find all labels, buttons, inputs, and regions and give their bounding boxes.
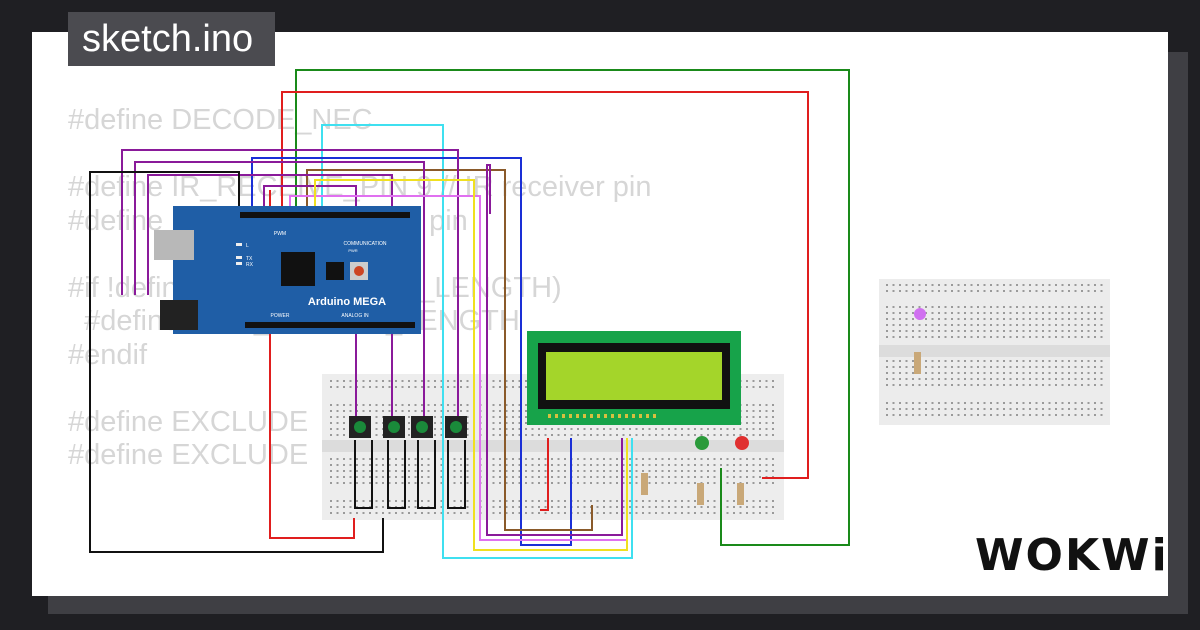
wire-red xyxy=(281,91,809,479)
leds[interactable] xyxy=(695,308,926,450)
code-line: #endif xyxy=(68,338,148,371)
wires xyxy=(89,69,850,559)
push-buttons[interactable] xyxy=(349,416,467,438)
wire-brown xyxy=(306,169,593,531)
mcu-chip xyxy=(281,252,315,286)
wire-black-1 xyxy=(89,171,384,553)
code-line: #define DECODE_NEC xyxy=(68,104,373,136)
board-label: Arduino MEGA xyxy=(308,296,386,308)
svg-text:POWER: POWER xyxy=(271,313,290,319)
small-breadboard[interactable] xyxy=(879,279,1110,425)
analog-header xyxy=(245,322,415,328)
wire-blue xyxy=(251,157,572,546)
wire-yellow xyxy=(314,179,628,551)
wire-black-btn4 xyxy=(447,440,466,509)
svg-text:TX: TX xyxy=(246,256,253,262)
svg-text:L: L xyxy=(246,243,249,249)
wire-purple-5 xyxy=(486,164,623,536)
resistors[interactable] xyxy=(641,352,921,505)
power-jack xyxy=(160,300,198,330)
usb-port xyxy=(154,230,194,260)
file-name-tab[interactable]: sketch.ino xyxy=(68,12,276,66)
wire-purple-1 xyxy=(121,149,459,430)
svg-text:ANALOG IN: ANALOG IN xyxy=(341,313,369,319)
lcd-display[interactable] xyxy=(527,331,741,425)
code-line: #define EXCLUDE xyxy=(68,405,309,438)
wire-cyan xyxy=(321,124,633,559)
wire-black-btn2 xyxy=(387,440,406,509)
code-line: #define EXCLUDE xyxy=(68,439,309,471)
wire-purple-2 xyxy=(134,161,425,430)
svg-text:PWR: PWR xyxy=(348,248,357,253)
wokwi-logo: WOKWi xyxy=(975,530,1169,581)
wire-green xyxy=(295,69,850,546)
arduino-mega-board[interactable]: Arduino MEGA PWM COMMUNICATION PWR POWER… xyxy=(154,206,421,334)
wire-red-lcd xyxy=(540,438,549,511)
wire-black-btn1 xyxy=(354,440,373,509)
digital-header xyxy=(240,212,410,218)
svg-text:PWM: PWM xyxy=(274,231,286,237)
wire-black-btn3 xyxy=(417,440,436,509)
svg-text:RX: RX xyxy=(246,262,254,268)
svg-text:COMMUNICATION: COMMUNICATION xyxy=(344,241,387,247)
